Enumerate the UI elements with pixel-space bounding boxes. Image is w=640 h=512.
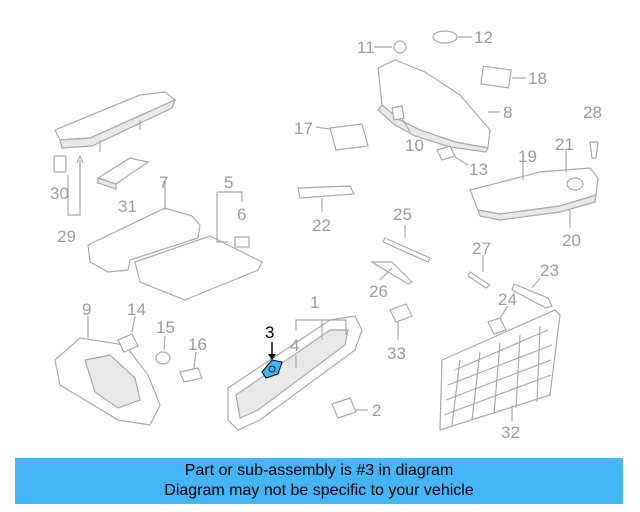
banner-line-1: Part or sub-assembly is #3 in diagram: [184, 462, 454, 479]
callout-7: 7: [159, 173, 168, 192]
callout-12: 12: [474, 28, 493, 47]
callout-10: 10: [405, 136, 424, 155]
callout-14: 14: [127, 300, 146, 319]
callout-26: 26: [369, 282, 388, 301]
callout-15: 15: [156, 318, 175, 337]
callout-23: 23: [540, 261, 559, 280]
callout-27: 27: [472, 239, 491, 258]
lid-trim-drawing: [469, 141, 599, 228]
highlighted-part-3[interactable]: [261, 359, 283, 379]
callout-24: 24: [498, 290, 517, 309]
callout-30: 30: [50, 184, 69, 203]
banner-line-2: Diagram may not be specific to your vehi…: [164, 482, 474, 499]
callout-22: 22: [312, 216, 331, 235]
callout-8: 8: [503, 103, 512, 122]
callout-17: 17: [294, 119, 313, 138]
callout-2: 2: [372, 401, 381, 420]
callout-25: 25: [393, 205, 412, 224]
callout-4: 4: [290, 336, 299, 355]
floor-mat-drawing: [87, 180, 263, 301]
callout-33: 33: [387, 344, 406, 363]
callout-9: 9: [82, 300, 91, 319]
callout-5: 5: [224, 173, 233, 192]
callout-3[interactable]: 3: [265, 323, 274, 342]
callout-19: 19: [518, 147, 537, 166]
callout-16: 16: [188, 335, 207, 354]
callout-29: 29: [57, 227, 76, 246]
callout-18: 18: [528, 69, 547, 88]
callout-32: 32: [501, 423, 520, 442]
callout-28: 28: [583, 103, 602, 122]
sill-plate-drawing: [227, 315, 368, 431]
package-tray-drawing: [54, 91, 177, 152]
callout-11: 11: [357, 38, 375, 57]
parts-diagram: 1 2 3 4 5 6 7 8 9 10 11 12 13 14 15 16 1…: [50, 28, 602, 442]
info-banner: Part or sub-assembly is #3 in diagram Di…: [15, 458, 623, 504]
callout-13: 13: [469, 160, 488, 179]
callout-31: 31: [118, 197, 137, 216]
quarter-trim-drawing: [377, 59, 491, 153]
callout-20: 20: [562, 231, 581, 250]
bracket-31-drawing: [96, 157, 150, 190]
side-trim-9-drawing: [54, 316, 161, 426]
cargo-net-drawing: [439, 309, 561, 431]
callout-6: 6: [237, 205, 246, 224]
callout-1: 1: [310, 293, 319, 312]
clip-30-drawing: [53, 155, 67, 173]
callout-21: 21: [555, 135, 574, 154]
